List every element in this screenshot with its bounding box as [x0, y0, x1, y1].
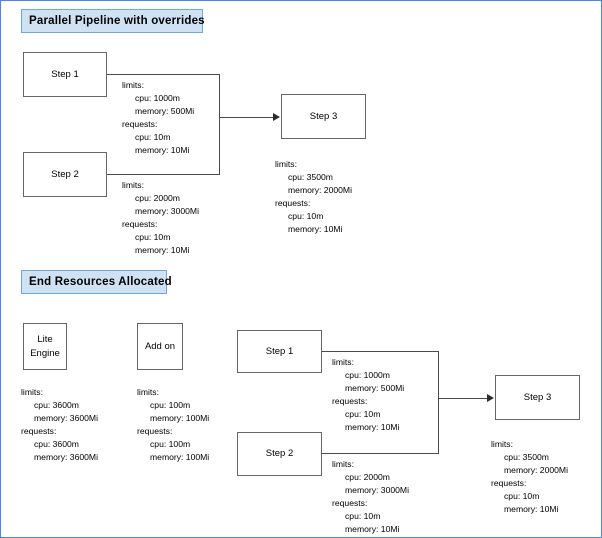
top-step-2-resources: limits: cpu: 2000m memory: 3000Mi reques…: [122, 179, 199, 257]
requests-label: requests:: [122, 219, 158, 230]
limits-cpu-value: cpu: 1000m: [345, 370, 390, 381]
requests-label: requests:: [332, 498, 368, 509]
bottom-connector-junction-vertical: [438, 351, 440, 454]
top-step-3-label: Step 3: [309, 110, 338, 122]
limits-memory-value: memory: 3000Mi: [135, 206, 199, 217]
limits-memory-value: memory: 100Mi: [150, 413, 210, 424]
top-connector-to-step3: [219, 117, 274, 119]
limits-memory-value: memory: 500Mi: [135, 106, 195, 117]
bottom-step-1-label: Step 1: [265, 345, 294, 357]
bottom-step-2-label: Step 2: [265, 448, 294, 460]
add-on-label: Add on: [144, 340, 176, 352]
top-arrow-into-step3: [273, 113, 280, 121]
bottom-step-1-box: Step 1: [237, 330, 322, 373]
limits-cpu-value: cpu: 2000m: [345, 472, 390, 483]
lite-engine-box: Lite Engine: [23, 323, 67, 370]
requests-memory-value: memory: 10Mi: [345, 524, 400, 535]
bottom-step-3-resources: limits: cpu: 3500m memory: 2000Mi reques…: [491, 438, 568, 516]
top-step-1-resources: limits: cpu: 1000m memory: 500Mi request…: [122, 79, 194, 157]
limits-cpu-value: cpu: 1000m: [135, 93, 180, 104]
requests-label: requests:: [491, 478, 527, 489]
requests-memory-value: memory: 10Mi: [135, 245, 190, 256]
requests-label: requests:: [137, 426, 173, 437]
limits-memory-value: memory: 2000Mi: [504, 465, 568, 476]
add-on-box: Add on: [137, 323, 183, 370]
bottom-step-3-box: Step 3: [495, 375, 580, 420]
top-connector-step2-horizontal: [107, 174, 220, 176]
requests-cpu-value: cpu: 10m: [345, 409, 381, 420]
limits-cpu-value: cpu: 3500m: [288, 172, 333, 183]
requests-cpu-value: cpu: 10m: [135, 132, 171, 143]
requests-cpu-value: cpu: 10m: [135, 232, 171, 243]
top-step-1-box: Step 1: [23, 52, 107, 97]
limits-memory-value: memory: 500Mi: [345, 383, 405, 394]
bottom-step-2-box: Step 2: [237, 432, 322, 476]
limits-memory-value: memory: 3600Mi: [34, 413, 98, 424]
bottom-step-3-label: Step 3: [523, 391, 552, 403]
requests-memory-value: memory: 10Mi: [135, 145, 190, 156]
bottom-connector-step1-horizontal: [322, 351, 439, 353]
limits-cpu-value: cpu: 100m: [150, 400, 191, 411]
limits-label: limits:: [122, 80, 144, 90]
requests-memory-value: memory: 10Mi: [504, 504, 559, 515]
limits-label: limits:: [137, 387, 159, 397]
bottom-step-2-resources: limits: cpu: 2000m memory: 3000Mi reques…: [332, 458, 409, 536]
section-banner-end-resources: End Resources Allocated: [21, 270, 172, 294]
top-connector-step1-horizontal: [107, 74, 220, 76]
requests-cpu-value: cpu: 100m: [150, 439, 191, 450]
limits-cpu-value: cpu: 3500m: [504, 452, 549, 463]
requests-label: requests:: [332, 396, 368, 407]
requests-cpu-value: cpu: 10m: [288, 211, 324, 222]
top-step-1-label: Step 1: [51, 68, 79, 80]
limits-label: limits:: [122, 180, 144, 190]
limits-label: limits:: [491, 439, 513, 449]
bottom-connector-to-step3: [438, 398, 488, 400]
requests-memory-value: memory: 3600Mi: [34, 452, 98, 463]
limits-label: limits:: [21, 387, 43, 397]
limits-memory-value: memory: 3000Mi: [345, 485, 409, 496]
limits-label: limits:: [275, 159, 297, 169]
top-step-2-box: Step 2: [23, 152, 107, 197]
requests-cpu-value: cpu: 10m: [345, 511, 381, 522]
top-step-2-label: Step 2: [51, 168, 79, 180]
add-on-resources: limits: cpu: 100m memory: 100Mi requests…: [137, 386, 209, 464]
lite-engine-label-line1: Lite: [37, 333, 53, 345]
top-step-3-box: Step 3: [281, 94, 366, 139]
limits-label: limits:: [332, 357, 354, 367]
requests-label: requests:: [21, 426, 57, 437]
requests-memory-value: memory: 10Mi: [345, 422, 400, 433]
bottom-arrow-into-step3: [487, 394, 494, 402]
limits-label: limits:: [332, 459, 354, 469]
section-banner-parallel-pipeline: Parallel Pipeline with overrides: [21, 9, 205, 33]
lite-engine-resources: limits: cpu: 3600m memory: 3600Mi reques…: [21, 386, 98, 464]
requests-cpu-value: cpu: 10m: [504, 491, 540, 502]
limits-cpu-value: cpu: 3600m: [34, 400, 79, 411]
requests-memory-value: memory: 100Mi: [150, 452, 210, 463]
limits-cpu-value: cpu: 2000m: [135, 193, 180, 204]
bottom-step-1-resources: limits: cpu: 1000m memory: 500Mi request…: [332, 356, 404, 434]
limits-memory-value: memory: 2000Mi: [288, 185, 352, 196]
requests-label: requests:: [275, 198, 311, 209]
bottom-connector-step2-horizontal: [322, 453, 439, 455]
top-step-3-resources: limits: cpu: 3500m memory: 2000Mi reques…: [275, 158, 352, 236]
lite-engine-label-line2: Engine: [30, 347, 60, 359]
top-connector-junction-vertical: [219, 74, 221, 175]
requests-memory-value: memory: 10Mi: [288, 224, 343, 235]
requests-cpu-value: cpu: 3600m: [34, 439, 79, 450]
requests-label: requests:: [122, 119, 158, 130]
